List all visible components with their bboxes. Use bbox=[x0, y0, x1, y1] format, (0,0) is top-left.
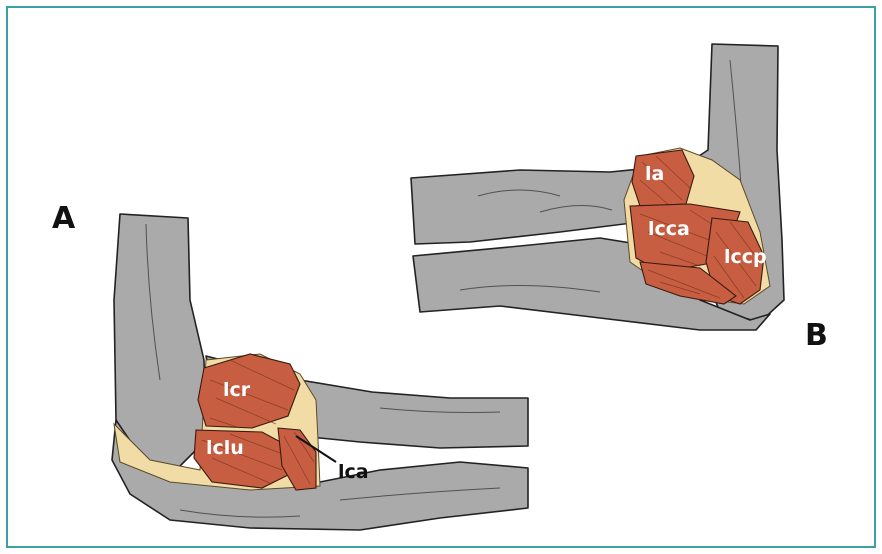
label-lcca: lcca bbox=[648, 218, 690, 240]
panel-label-a: A bbox=[52, 201, 76, 236]
label-la: la bbox=[645, 163, 664, 185]
panel-label-b: B bbox=[805, 318, 828, 353]
label-lccp: lccp bbox=[724, 246, 767, 268]
label-lca: lca bbox=[338, 461, 369, 483]
label-lcr: lcr bbox=[223, 379, 251, 401]
label-lclu: lclu bbox=[206, 437, 244, 459]
